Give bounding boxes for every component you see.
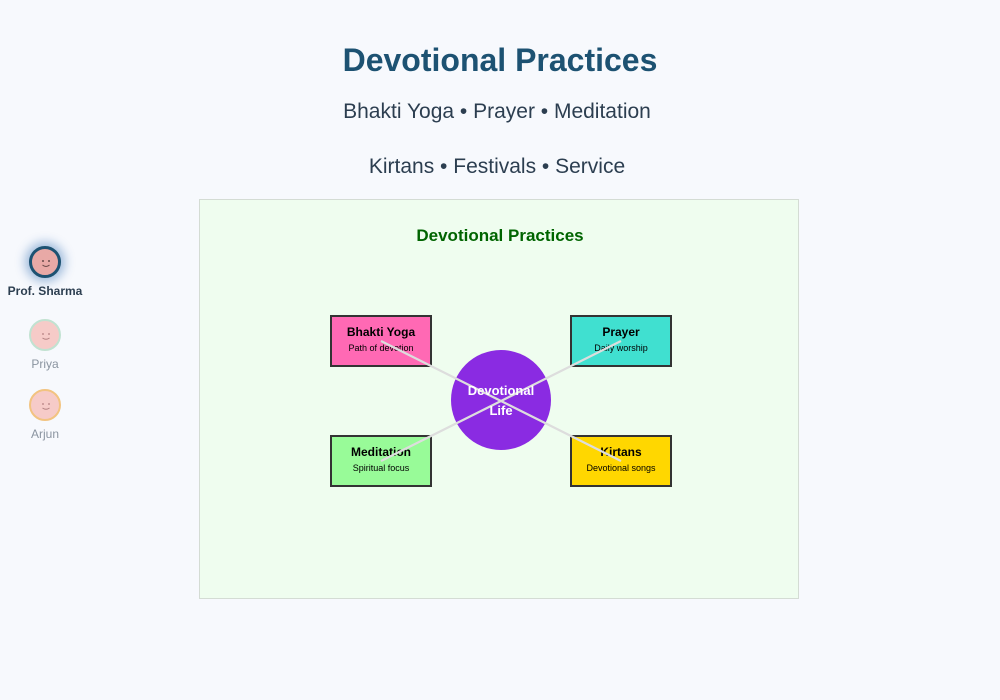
avatar	[29, 246, 61, 278]
page-title: Devotional Practices	[342, 42, 658, 78]
diagram-title: Devotional Practices	[416, 226, 583, 245]
node-subtitle: Path of devotion	[348, 343, 413, 353]
smiley-face-icon	[42, 260, 50, 267]
connector-line	[380, 340, 622, 462]
node-title: Kirtans	[600, 445, 642, 459]
smiley-face-icon	[42, 403, 50, 410]
node-subtitle: Spiritual focus	[353, 463, 410, 473]
page-subtitle-line-1: Bhakti Yoga • Prayer • Meditation	[343, 100, 651, 123]
diagram-panel: Devotional Practices Bhakti Yoga Path of…	[199, 199, 799, 599]
center-label-line-2: Life	[489, 403, 512, 418]
participant-name: Prof. Sharma	[7, 284, 83, 298]
smiley-face-icon	[42, 333, 50, 340]
page-subtitle-line-2: Kirtans • Festivals • Service	[368, 155, 626, 178]
avatar	[29, 389, 61, 421]
participant-name: Arjun	[30, 427, 59, 441]
center-label-line-1: Devotional	[468, 383, 534, 398]
participant-name: Priya	[31, 357, 59, 371]
node-title: Prayer	[602, 325, 640, 339]
avatar	[29, 319, 61, 351]
node-subtitle: Daily worship	[594, 343, 648, 353]
node-title: Meditation	[351, 445, 411, 459]
devotional-practices-diagram: Devotional Practices Bhakti Yoga Path of…	[330, 226, 672, 487]
node-subtitle: Devotional songs	[586, 463, 656, 473]
node-title: Bhakti Yoga	[347, 325, 416, 339]
